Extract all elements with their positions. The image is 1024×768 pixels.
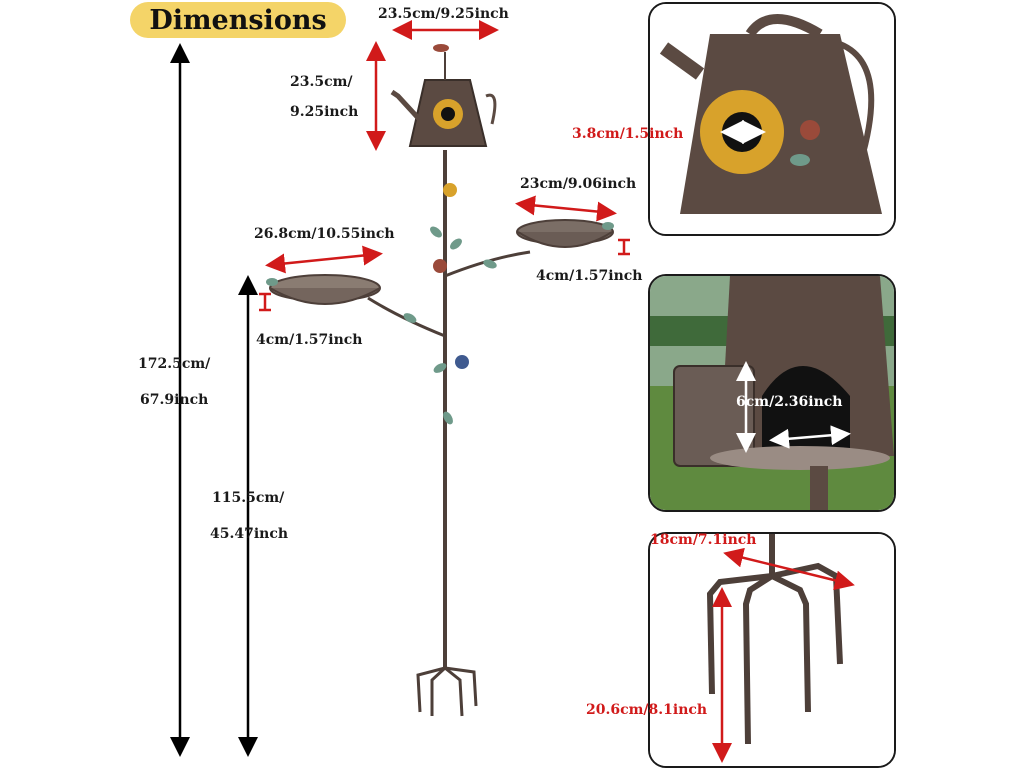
base-height-label: 20.6cm/8.1inch (586, 702, 708, 718)
left-tray-width-arrow (265, 245, 383, 274)
title-badge: Dimensions (130, 2, 346, 38)
right-tray-depth-bracket (618, 238, 630, 256)
detail-panel-door: 6cm/2.36inch (648, 274, 896, 512)
total-height-label-1: 172.5cm/ (138, 356, 211, 372)
left-tray-depth-bracket (259, 292, 271, 312)
base-width-label: 18cm/7.1inch (650, 532, 757, 548)
left-tray-depth-label: 4cm/1.57inch (256, 332, 363, 348)
detail-panel-base (648, 532, 896, 768)
left-tray-width-label: 26.8cm/10.55inch (254, 226, 395, 242)
total-height-label-2: 67.9inch (140, 392, 209, 408)
hole-diameter-label: 3.8cm/1.5inch (572, 126, 684, 142)
tray-height-label-2: 45.47inch (210, 526, 289, 542)
tray-height-label-1: 115.5cm/ (212, 490, 285, 506)
right-tray-depth-label: 4cm/1.57inch (536, 268, 643, 284)
right-tray-width-label: 23cm/9.06inch (520, 176, 637, 192)
top-width-label: 23.5cm/9.25inch (378, 6, 509, 22)
page-title: Dimensions (149, 4, 327, 36)
teapot-height-label-1: 23.5cm/ (290, 74, 353, 90)
right-tray-width-arrow (515, 195, 617, 222)
teapot-height-label-2: 9.25inch (290, 104, 359, 120)
door-size-label: 6cm/2.36inch (736, 394, 843, 410)
stand-illustration (266, 44, 614, 717)
detail-panel-hole (648, 2, 896, 236)
